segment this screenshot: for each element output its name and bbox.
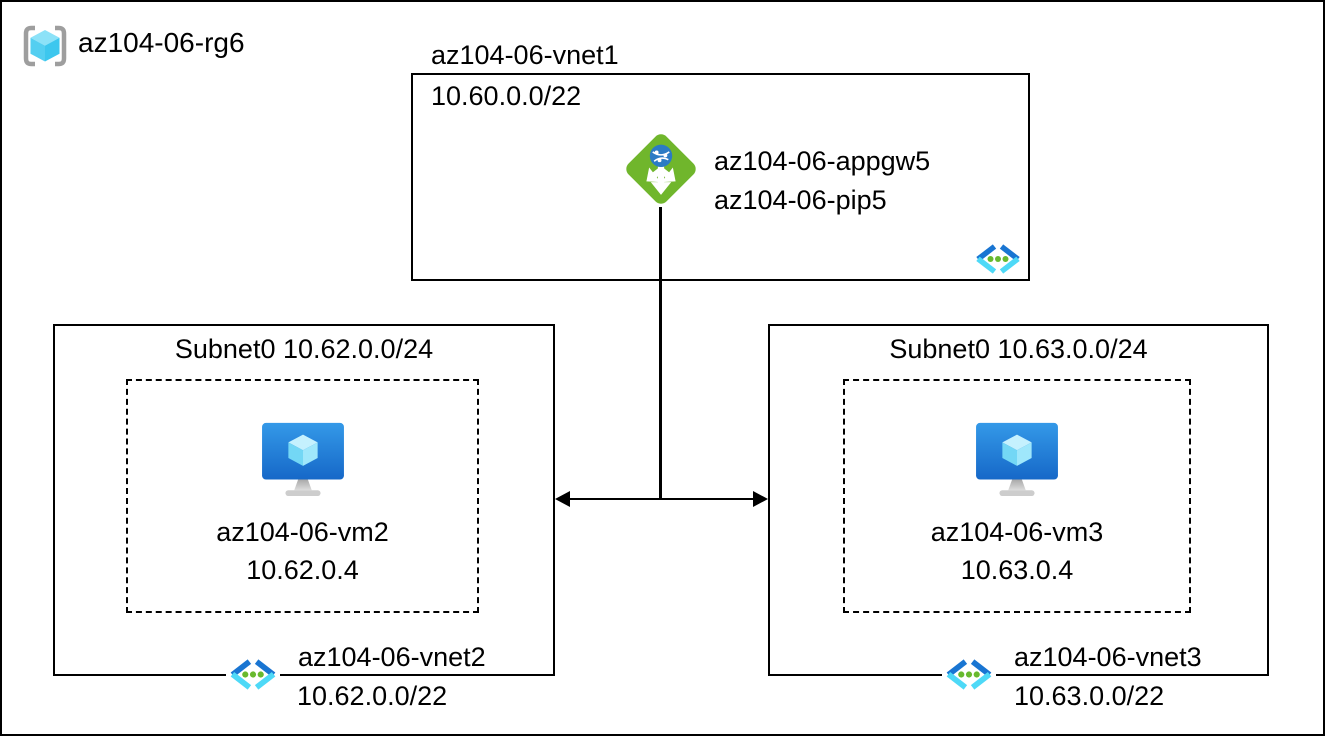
vnet1-address-space: 10.60.0.0/22 xyxy=(431,81,582,111)
vm3-ip: 10.63.0.4 xyxy=(960,555,1074,585)
vnet2-name: az104-06-vnet2 xyxy=(294,642,490,673)
appgw-name: az104-06-appgw5 xyxy=(714,146,931,176)
vnet2-subnet-label: Subnet0 10.62.0.0/24 xyxy=(174,334,434,364)
virtual-network-icon xyxy=(942,657,996,692)
vnet2-address-space: 10.62.0.0/22 xyxy=(297,681,448,711)
appgw-labels: az104-06-appgw5 az104-06-pip5 xyxy=(714,142,930,220)
resource-group-name: az104-06-rg6 xyxy=(78,27,245,58)
vm2-ip: 10.62.0.4 xyxy=(246,555,359,585)
vm2-name: az104-06-vm2 xyxy=(216,517,389,547)
vnet3-subnet-label: Subnet0 10.63.0.0/24 xyxy=(889,334,1148,364)
virtual-network-icon xyxy=(226,657,280,692)
vnet1-box: 10.60.0.0/22 xyxy=(411,73,1030,281)
vnet3-address-space: 10.63.0.0/22 xyxy=(1014,681,1165,711)
pip-name: az104-06-pip5 xyxy=(714,185,887,215)
virtual-network-icon xyxy=(972,242,1024,276)
application-gateway-icon xyxy=(622,130,700,208)
vm3-name: az104-06-vm3 xyxy=(930,517,1104,547)
virtual-machine-icon xyxy=(259,420,347,498)
vnet3-box: Subnet0 10.63.0.0/24 az104-06-vm3 10.63.… xyxy=(768,324,1269,676)
peering-arrow-right xyxy=(753,491,768,507)
resource-group-icon xyxy=(22,24,68,68)
vnet3-subnet-dashed-box: az104-06-vm3 10.63.0.4 xyxy=(843,379,1191,613)
virtual-machine-icon xyxy=(973,420,1061,498)
vnet3-name: az104-06-vnet3 xyxy=(1010,642,1206,673)
vnet1-title: az104-06-vnet1 xyxy=(431,40,619,70)
vnet2-box: Subnet0 10.62.0.0/24 az104-06-vm2 10.62.… xyxy=(53,324,555,676)
appgw-connector-line xyxy=(659,207,662,499)
peering-arrow-left xyxy=(555,491,570,507)
peering-line xyxy=(567,497,757,500)
vnet2-subnet-dashed-box: az104-06-vm2 10.62.0.4 xyxy=(126,379,479,613)
